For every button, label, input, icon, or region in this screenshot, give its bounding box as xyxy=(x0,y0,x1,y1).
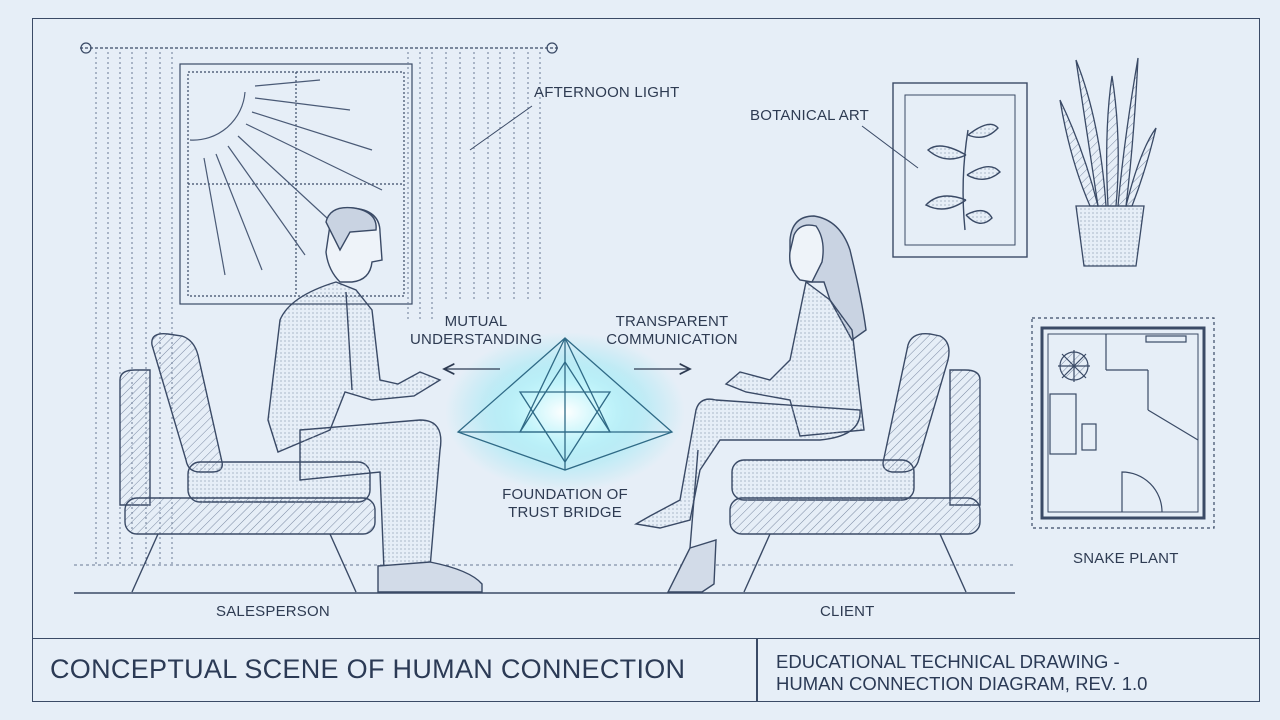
curtain-left xyxy=(95,52,173,565)
label-botanical-art: BOTANICAL ART xyxy=(750,107,870,124)
drawing-subtitle: EDUCATIONAL TECHNICAL DRAWING - HUMAN CO… xyxy=(776,651,1147,695)
label-transparent-communication: TRANSPARENT COMMUNICATION xyxy=(598,313,746,349)
drawing-title: CONCEPTUAL SCENE OF HUMAN CONNECTION xyxy=(50,654,686,684)
armchair-right xyxy=(729,333,981,593)
botanical-art-frame xyxy=(892,82,1028,258)
leader-afternoon-light xyxy=(469,105,533,151)
mutual-line-2: UNDERSTANDING xyxy=(410,331,543,348)
transparent-line-1: TRANSPARENT xyxy=(615,313,729,330)
label-salesperson: SALESPERSON xyxy=(216,603,330,620)
label-snake-plant: SNAKE PLANT xyxy=(1073,550,1179,567)
foundation-line-2: TRUST BRIDGE xyxy=(508,504,622,521)
subtitle-line-1: EDUCATIONAL TECHNICAL DRAWING - xyxy=(776,651,1120,672)
title-block-divider xyxy=(756,638,758,702)
label-afternoon-light: AFTERNOON LIGHT xyxy=(534,84,680,101)
floor-plan xyxy=(1031,317,1215,529)
subtitle-line-2: HUMAN CONNECTION DIAGRAM, REV. 1.0 xyxy=(776,673,1148,694)
title-block xyxy=(32,638,1260,702)
snake-plant-icon xyxy=(1059,57,1157,267)
foundation-line-1: FOUNDATION OF xyxy=(502,486,628,503)
sun-icon xyxy=(189,79,383,276)
curtain-right xyxy=(407,52,541,320)
armchair-left xyxy=(119,333,376,593)
label-foundation-trust-bridge: FOUNDATION OF TRUST BRIDGE xyxy=(490,486,640,522)
leader-botanical-art xyxy=(861,125,919,169)
window xyxy=(80,42,560,305)
drawing-frame xyxy=(32,18,1260,702)
client-figure xyxy=(633,215,867,593)
label-mutual-understanding: MUTUAL UNDERSTANDING xyxy=(410,313,542,349)
salesperson-figure xyxy=(267,206,483,593)
label-client: CLIENT xyxy=(820,603,875,620)
transparent-line-2: COMMUNICATION xyxy=(606,331,738,348)
mutual-line-1: MUTUAL xyxy=(444,313,508,330)
trust-bridge-crystal xyxy=(445,332,685,492)
